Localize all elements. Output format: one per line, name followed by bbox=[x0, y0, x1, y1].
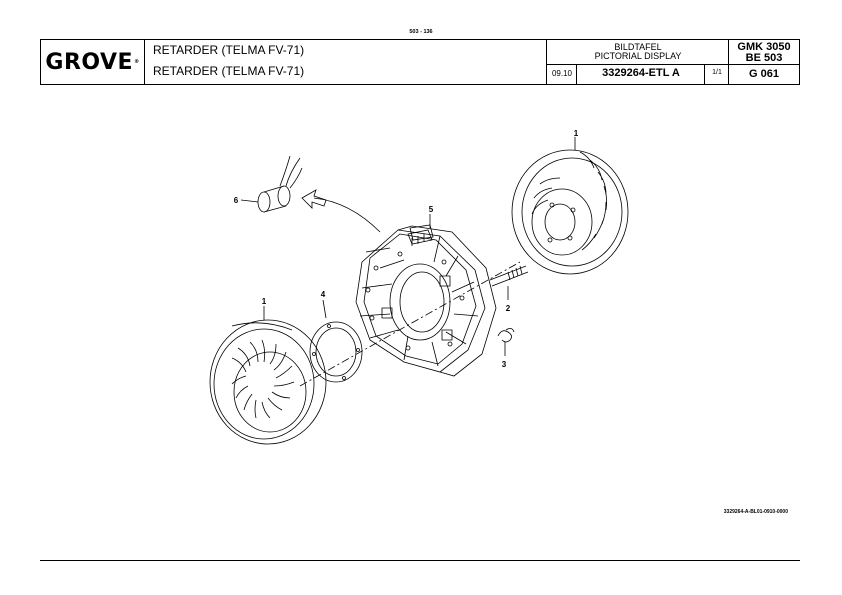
speed-sensor bbox=[257, 155, 303, 213]
pictorial-label: PICTORIAL DISPLAY bbox=[594, 51, 682, 61]
callout-label: 1 bbox=[574, 129, 579, 138]
model-line-1: GMK 3050 bbox=[737, 41, 791, 53]
logo-text: GROVE bbox=[45, 49, 134, 75]
rotor-left bbox=[209, 319, 327, 445]
title-english: RETARDER (TELMA FV-71) bbox=[153, 64, 305, 78]
sheet-number: 1/1 bbox=[712, 69, 722, 76]
leader-line bbox=[240, 199, 259, 203]
group-code: G 061 bbox=[749, 68, 779, 80]
spring-clip bbox=[497, 328, 515, 343]
callout-label: 3 bbox=[502, 360, 507, 369]
model-designation: GMK 3050 BE 503 bbox=[729, 42, 799, 64]
retaining-ring bbox=[309, 321, 363, 383]
leader-line bbox=[322, 299, 327, 319]
callout-label: 2 bbox=[506, 304, 511, 313]
rotor-right bbox=[511, 149, 629, 275]
grove-logo: GROVE® bbox=[41, 40, 144, 84]
model-line-2: BE 503 bbox=[745, 52, 783, 64]
drawing-reference: 3329264-A-BL01-0910-0000 bbox=[723, 509, 788, 515]
title-german: RETARDER (TELMA FV-71) bbox=[153, 43, 305, 57]
stud-bolt bbox=[489, 265, 529, 287]
callout-label: 1 bbox=[262, 297, 267, 306]
callout-label: 6 bbox=[234, 196, 239, 205]
arrow-head bbox=[301, 189, 327, 209]
page-code: 503 - 136 bbox=[409, 29, 433, 35]
stator-body bbox=[355, 225, 497, 377]
bildtafel-label: BILDTAFEL bbox=[614, 42, 662, 52]
assembly-axis bbox=[299, 261, 521, 387]
connector-block bbox=[409, 224, 434, 241]
part-number: 3329264-ETL A bbox=[602, 67, 680, 79]
display-type-label: BILDTAFEL PICTORIAL DISPLAY bbox=[547, 43, 729, 61]
footer-rule bbox=[40, 560, 800, 561]
registered-mark: ® bbox=[134, 59, 140, 65]
callout-label: 4 bbox=[321, 290, 326, 299]
title-block: GROVE® RETARDER (TELMA FV-71) RETARDER (… bbox=[40, 39, 800, 85]
date-field: 09.10 bbox=[551, 69, 573, 78]
arrow-path bbox=[313, 197, 381, 233]
callout-label: 5 bbox=[429, 205, 434, 214]
